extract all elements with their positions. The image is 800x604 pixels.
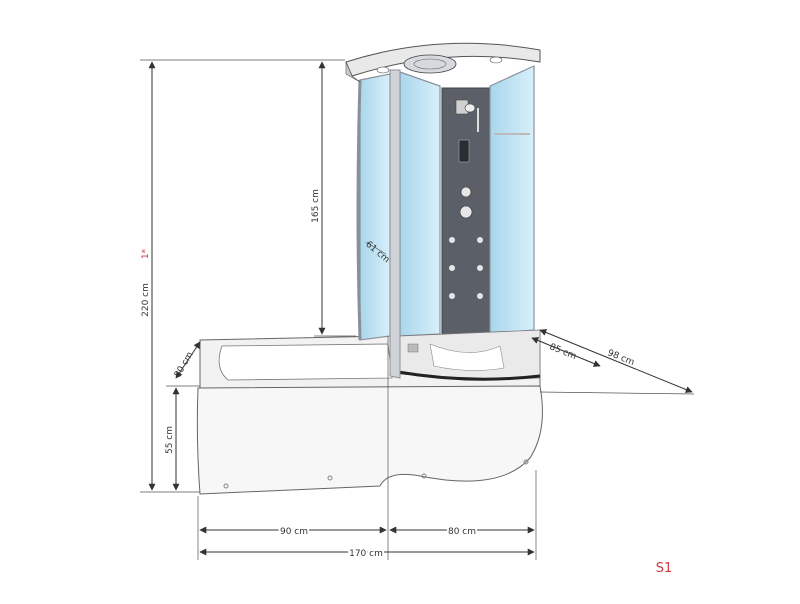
label-total-height: 220 cm [141, 283, 151, 317]
label-cabin-depth: 85 cm [548, 342, 578, 362]
label-cabin-height: 165 cm [311, 189, 321, 223]
shower-cabin [345, 42, 541, 381]
dimension-lines [140, 59, 695, 560]
label-total-height-note: 1* [141, 248, 151, 259]
label-cabin-width: 80 cm [448, 527, 476, 537]
label-tub-width: 90 cm [280, 527, 308, 537]
label-tub-height: 55 cm [165, 426, 175, 454]
label-total-width: 170 cm [349, 549, 383, 559]
model-code: S1 [656, 561, 673, 576]
label-tub-depth: 80 cm [173, 350, 196, 379]
label-cabin-diagonal: 98 cm [606, 348, 636, 368]
